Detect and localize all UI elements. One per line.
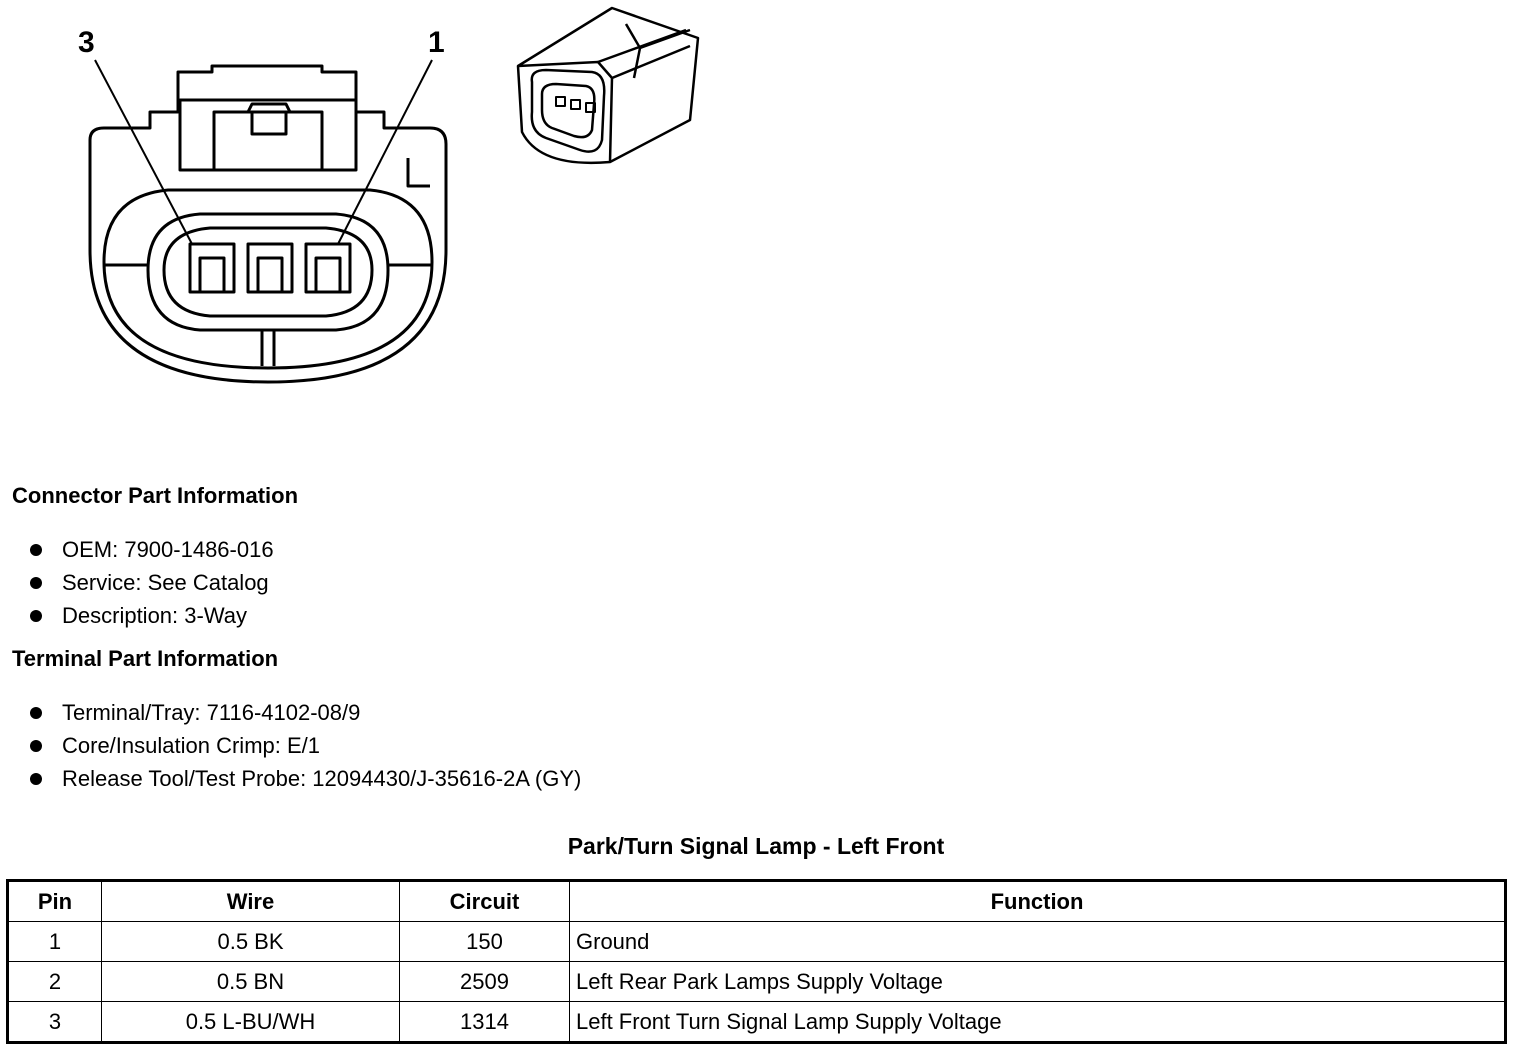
list-item: Terminal/Tray: 7116-4102-08/9	[28, 696, 581, 729]
pin-label-3: 3	[78, 26, 95, 59]
list-item: OEM: 7900-1486-016	[28, 533, 274, 566]
list-item: Release Tool/Test Probe: 12094430/J-3561…	[28, 762, 581, 795]
pinout-table-title: Park/Turn Signal Lamp - Left Front	[567, 833, 945, 859]
connector-diagram	[88, 6, 700, 384]
cell-function: Ground	[569, 921, 1506, 962]
connector-3d-view	[516, 6, 700, 165]
terminal-part-info-heading: Terminal Part Information	[12, 646, 279, 671]
connector-part-info-list: OEM: 7900-1486-016 Service: See Catalog …	[28, 533, 274, 632]
terminal-cavity-2	[246, 242, 294, 294]
header-circuit: Circuit	[399, 880, 570, 922]
table-row: 3 0.5 L-BU/WH 1314 Left Front Turn Signa…	[7, 1001, 1506, 1043]
list-item: Service: See Catalog	[28, 566, 274, 599]
pin-1-leader-line	[337, 59, 433, 245]
cell-wire: 0.5 L-BU/WH	[101, 1001, 400, 1043]
pin-3-leader-line	[94, 59, 193, 245]
terminal-part-info-list: Terminal/Tray: 7116-4102-08/9 Core/Insul…	[28, 696, 581, 795]
terminal-cavity-1	[304, 242, 352, 294]
cell-function: Left Rear Park Lamps Supply Voltage	[569, 961, 1506, 1002]
header-function: Function	[569, 880, 1506, 922]
table-row: 2 0.5 BN 2509 Left Rear Park Lamps Suppl…	[7, 961, 1506, 1002]
cell-function: Left Front Turn Signal Lamp Supply Volta…	[569, 1001, 1506, 1043]
connector-part-info-heading: Connector Part Information	[12, 483, 299, 508]
list-item: Core/Insulation Crimp: E/1	[28, 729, 581, 762]
cell-pin: 2	[7, 961, 102, 1002]
cell-pin: 1	[7, 921, 102, 962]
cell-circuit: 1314	[399, 1001, 570, 1043]
cell-circuit: 150	[399, 921, 570, 962]
cell-wire: 0.5 BK	[101, 921, 400, 962]
cell-wire: 0.5 BN	[101, 961, 400, 1002]
header-wire: Wire	[101, 880, 400, 922]
table-row: 1 0.5 BK 150 Ground	[7, 921, 1506, 962]
terminal-cavity-3	[188, 242, 236, 294]
header-pin: Pin	[7, 880, 102, 922]
cell-pin: 3	[7, 1001, 102, 1043]
list-item: Description: 3-Way	[28, 599, 274, 632]
pin-label-1: 1	[428, 26, 445, 59]
connector-housing-outline	[88, 64, 448, 384]
pinout-table: Pin Wire Circuit Function 1 0.5 BK 150 G…	[6, 879, 1507, 1044]
table-header-row: Pin Wire Circuit Function	[7, 880, 1506, 922]
cell-circuit: 2509	[399, 961, 570, 1002]
